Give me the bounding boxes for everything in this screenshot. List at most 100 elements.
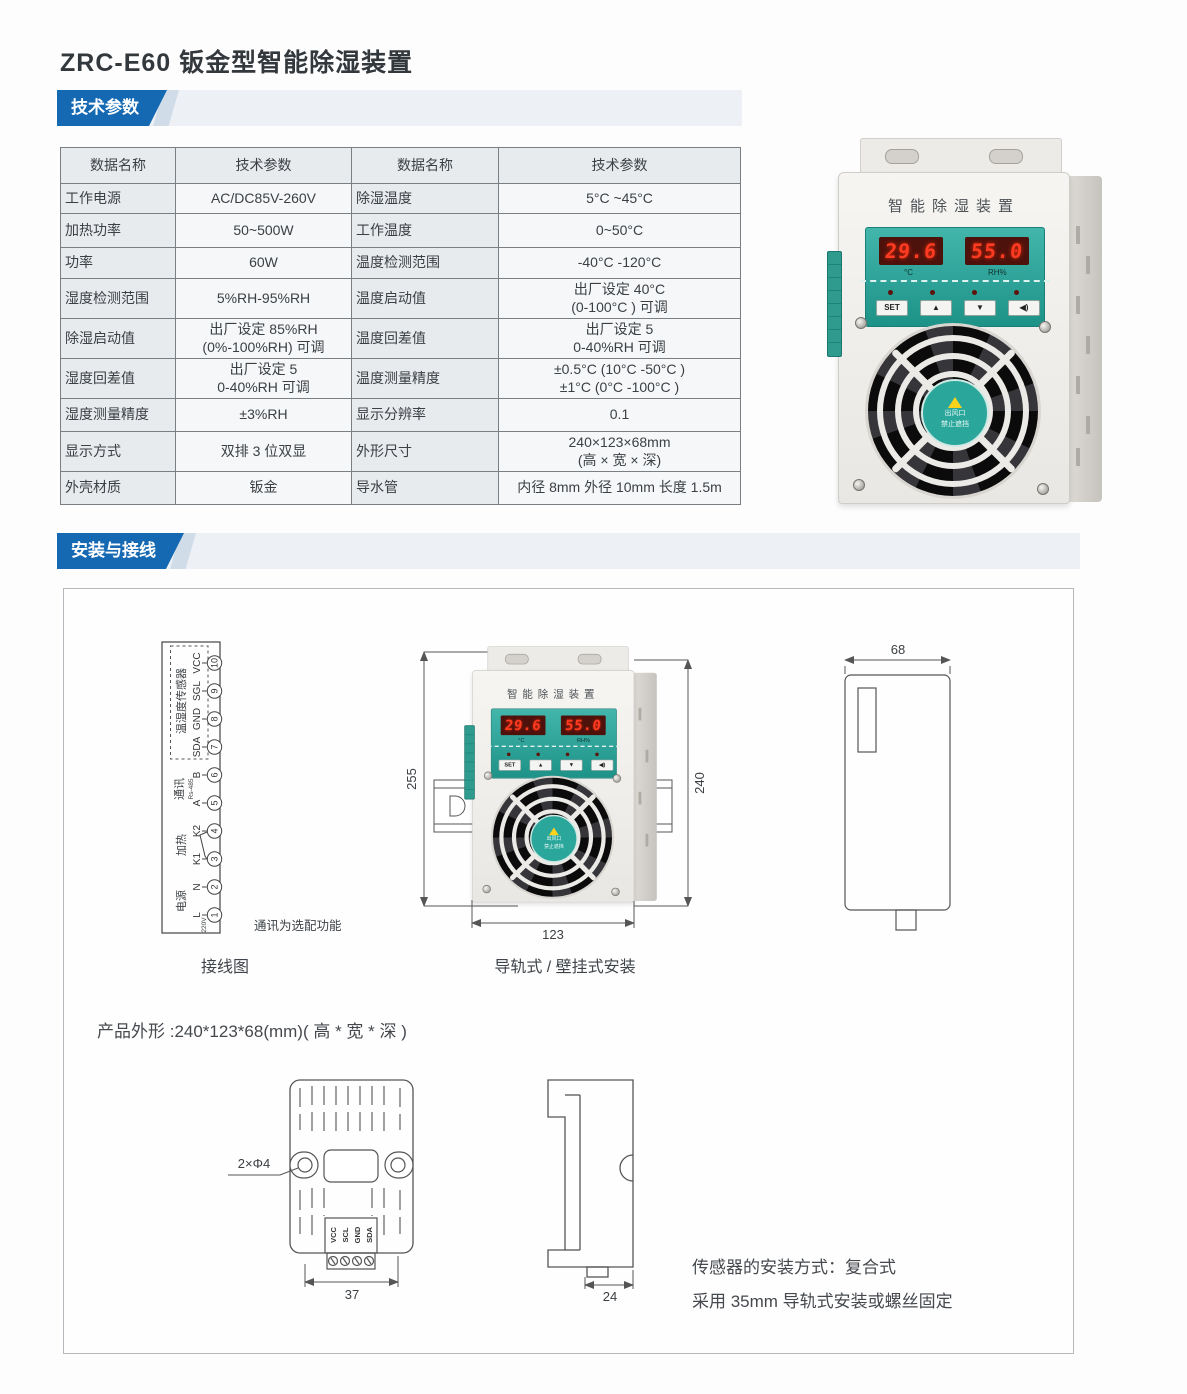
svg-text:240: 240 bbox=[692, 772, 707, 794]
humidity-display: 55.0 bbox=[965, 237, 1029, 265]
temperature-unit: °C bbox=[904, 268, 913, 277]
control-panel: 29.6 55.0 °C RH% SET ▲ ▼ ◀) bbox=[487, 708, 621, 779]
table-cell-value: ±3%RH bbox=[175, 398, 352, 432]
relay-switch-symbol bbox=[199, 831, 208, 860]
sensor-install-note-line1: 传感器的安装方式：复合式 bbox=[692, 1258, 896, 1277]
mounting-bracket bbox=[487, 646, 629, 672]
svg-text:VCC: VCC bbox=[329, 1227, 338, 1243]
control-panel: 29.6 55.0 °C RH% SET ▲ ▼ ◀) bbox=[860, 227, 1050, 327]
svg-text:L: L bbox=[192, 912, 203, 918]
indicator-led bbox=[972, 290, 977, 295]
device-nameplate: 智能除湿装置 bbox=[887, 198, 1020, 215]
screw bbox=[855, 317, 867, 329]
table-cell-label: 外形尺寸 bbox=[351, 431, 499, 472]
table-cell-value: 双排 3 位双显 bbox=[175, 431, 352, 472]
device-side-face bbox=[633, 672, 657, 901]
bracket-slot bbox=[989, 149, 1023, 164]
down-button[interactable]: ▼ bbox=[964, 300, 996, 316]
sensor-terminal-labels: VCC SCL GND SDA bbox=[329, 1226, 374, 1243]
page-title: ZRC-E60 钣金型智能除湿装置 bbox=[60, 48, 414, 77]
svg-text:K1: K1 bbox=[192, 852, 203, 865]
column-header: 数据名称 bbox=[351, 147, 499, 184]
fan-grill: 出风口 禁止遮挡 bbox=[865, 323, 1041, 499]
table-cell-value: 50~500W bbox=[175, 213, 352, 248]
sensor-group-outline bbox=[170, 645, 209, 760]
table-cell-label: 温度检测范围 bbox=[351, 247, 499, 279]
column-header: 技术参数 bbox=[175, 147, 352, 184]
svg-text:GND: GND bbox=[353, 1226, 362, 1243]
svg-text:1: 1 bbox=[210, 912, 220, 917]
table-cell-label: 导水管 bbox=[351, 471, 499, 505]
sensor-front-drawing: VCC SCL GND SDA 2×Φ4 37 bbox=[228, 1079, 414, 1302]
table-cell-value: 内径 8mm 外径 10mm 长度 1.5m bbox=[498, 471, 741, 505]
fan-grill: 出风口 禁止遮挡 bbox=[490, 775, 615, 899]
table-cell-value: 5%RH-95%RH bbox=[175, 278, 352, 319]
mounting-figure: 255 240 123 智能除湿装置 bbox=[398, 638, 708, 983]
device-front: 智能除湿装置 29.6 55.0 °C RH% SET ▲ ▼ ◀) bbox=[827, 172, 1070, 504]
indicator-led bbox=[888, 290, 893, 295]
svg-text:B: B bbox=[192, 771, 203, 778]
svg-text:电源: 电源 bbox=[174, 890, 188, 912]
svg-text:GND: GND bbox=[192, 708, 203, 730]
specs-section-badge: 技术参数 bbox=[57, 90, 167, 126]
product-photo: 智能除湿装置 29.6 55.0 °C RH% SET ▲ ▼ ◀) bbox=[798, 132, 1183, 510]
specs-section-header: 技术参数 bbox=[57, 90, 179, 126]
svg-text:10: 10 bbox=[210, 658, 220, 668]
sensor-side-drawing: 24 bbox=[547, 1079, 634, 1304]
svg-text:123: 123 bbox=[542, 927, 564, 942]
wiring-group-labels: 温湿度传感器 通讯 Rs-485 加热 电源 220V bbox=[173, 668, 208, 933]
svg-text:温湿度传感器: 温湿度传感器 bbox=[174, 668, 188, 734]
mounting-caption: 导轨式 / 壁挂式安装 bbox=[494, 959, 636, 976]
svg-text:N: N bbox=[192, 883, 203, 890]
table-cell-value: 240×123×68mm (高 × 宽 × 深) bbox=[498, 431, 741, 472]
svg-text:通讯: 通讯 bbox=[173, 778, 186, 800]
table-row: 显示方式 双排 3 位双显 外形尺寸 240×123×68mm (高 × 宽 ×… bbox=[60, 431, 741, 472]
table-cell-label: 除湿启动值 bbox=[60, 318, 176, 359]
down-button: ▼ bbox=[560, 759, 583, 771]
up-button[interactable]: ▲ bbox=[920, 300, 952, 316]
indicator-led bbox=[1014, 290, 1019, 295]
humidity-display: 55.0 bbox=[560, 715, 606, 736]
device-front: 智能除湿装置 29.6 55.0 °C RH% SET ▲ bbox=[464, 670, 635, 903]
table-cell-value: 出厂设定 5 0-40%RH 可调 bbox=[175, 358, 352, 399]
table-cell-value: 0~50°C bbox=[498, 213, 741, 248]
dimension-labels: 255 240 123 bbox=[404, 768, 707, 942]
screw bbox=[1037, 483, 1049, 495]
svg-text:SGL: SGL bbox=[192, 681, 203, 701]
table-cell-label: 工作电源 bbox=[60, 183, 176, 214]
svg-text:SDA: SDA bbox=[365, 1227, 374, 1243]
temperature-display: 29.6 bbox=[879, 237, 943, 265]
table-cell-value: 60W bbox=[175, 247, 352, 279]
svg-text:6: 6 bbox=[210, 772, 220, 777]
sensor-terminal-block bbox=[324, 1217, 378, 1270]
table-cell-label: 加热功率 bbox=[60, 213, 176, 248]
svg-text:SDA: SDA bbox=[192, 736, 203, 757]
up-button: ▲ bbox=[529, 759, 552, 771]
svg-text:9: 9 bbox=[210, 688, 220, 693]
set-button[interactable]: SET bbox=[876, 300, 908, 316]
mounting-bracket bbox=[860, 138, 1062, 174]
sensor-install-note-line2: 采用 35mm 导轨式安装或螺丝固定 bbox=[692, 1292, 953, 1311]
table-row: 外壳材质 钣金 导水管 内径 8mm 外径 10mm 长度 1.5m bbox=[60, 471, 741, 505]
table-cell-label: 工作温度 bbox=[351, 213, 499, 248]
set-button: SET bbox=[498, 759, 521, 771]
svg-text:4: 4 bbox=[210, 828, 220, 833]
screw bbox=[853, 479, 865, 491]
table-cell-label: 功率 bbox=[60, 247, 176, 279]
product-outline-note: 产品外形 :240*123*68(mm)( 高 * 宽 * 深 ) bbox=[97, 1022, 407, 1041]
table-cell-value: -40°C -120°C bbox=[498, 247, 741, 279]
svg-text:255: 255 bbox=[404, 768, 419, 790]
buzzer-button: ◀) bbox=[591, 759, 614, 771]
table-cell-label: 外壳材质 bbox=[60, 471, 176, 505]
install-section-badge: 安装与接线 bbox=[57, 533, 184, 569]
buzzer-button[interactable]: ◀) bbox=[1008, 300, 1040, 316]
temperature-unit: °C bbox=[518, 737, 525, 744]
svg-text:7: 7 bbox=[210, 744, 220, 749]
table-row: 功率 60W 温度检测范围 -40°C -120°C bbox=[60, 247, 741, 279]
svg-text:2: 2 bbox=[210, 884, 220, 889]
sensor-vents bbox=[299, 1086, 401, 1236]
terminal-strip bbox=[827, 251, 842, 357]
table-cell-value: 5°C ~45°C bbox=[498, 183, 741, 214]
install-header-bar bbox=[57, 533, 1080, 569]
